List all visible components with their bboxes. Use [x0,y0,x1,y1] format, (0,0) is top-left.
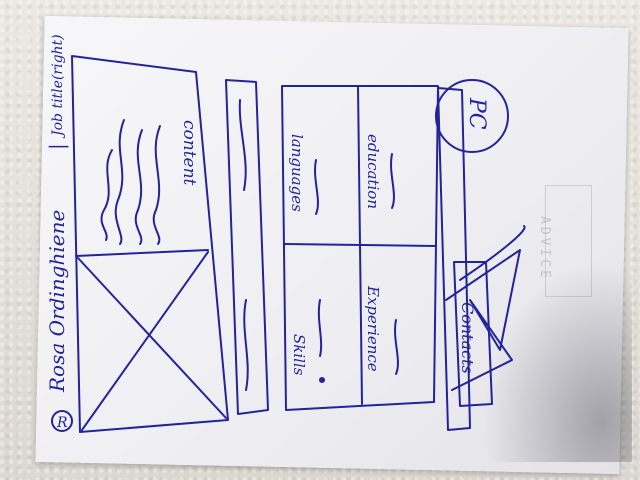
avatar [435,79,509,153]
avatar-initials: PC [464,97,489,130]
logo-icon: R [51,410,73,432]
header-job-title: Job title(right) [50,34,66,139]
hero-content-label: content [179,120,199,186]
section-skills: Skills [290,334,308,376]
section-languages: languages [288,134,306,212]
header-separator: | [45,143,70,150]
section-grid: languages education Skills Experience [281,85,439,411]
footer-contacts: Contacts [458,302,477,374]
logo-letter: R [56,415,68,431]
narrow-column [225,79,269,415]
section-experience: Experience [364,285,382,372]
faint-watermark-box: ADVICE [537,185,592,297]
section-education: education [364,134,382,209]
header-name: Rosa Ordinghiene [45,210,69,393]
right-column: PC Contacts [435,79,526,431]
hero-panel: content [71,55,229,433]
